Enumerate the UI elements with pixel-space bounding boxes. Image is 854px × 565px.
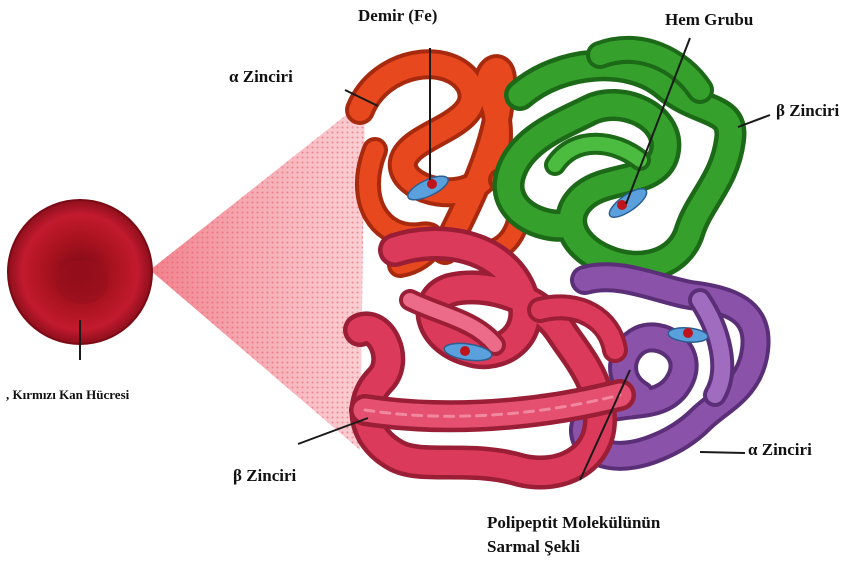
- label-iron: Demir (Fe): [358, 6, 437, 26]
- label-red-blood-cell: , Kırmızı Kan Hücresi: [6, 388, 129, 403]
- label-alpha-chain-right: α Zinciri: [748, 440, 812, 460]
- magnification-cone: [150, 100, 365, 450]
- label-polypeptide-line1: Polipeptit Molekülünün: [487, 513, 660, 533]
- label-beta-chain-right: β Zinciri: [776, 101, 839, 121]
- label-heme-group: Hem Grubu: [665, 10, 753, 30]
- beta-chain-top: [508, 50, 730, 267]
- label-polypeptide-line2: Sarmal Şekli: [487, 537, 580, 557]
- leader-line-alpha-right: [700, 452, 745, 453]
- label-alpha-chain-top: α Zinciri: [229, 67, 293, 87]
- label-beta-chain-bottom: β Zinciri: [233, 466, 296, 486]
